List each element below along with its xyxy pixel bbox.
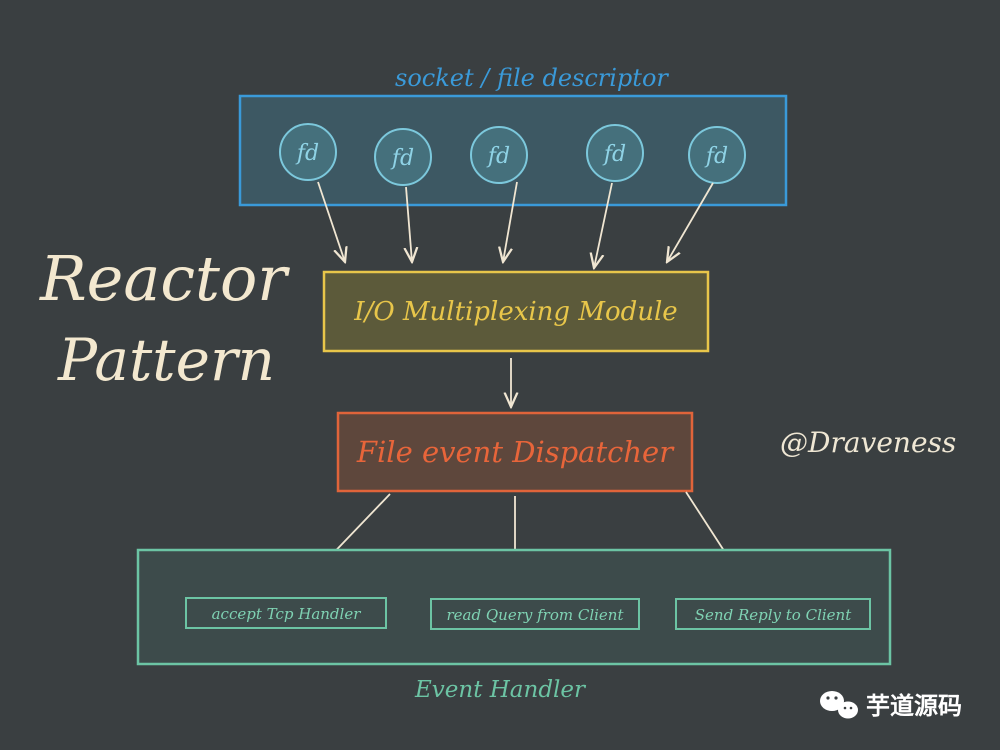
fd-node: fd xyxy=(586,124,644,182)
title-line-1: Reactor xyxy=(39,242,290,315)
handler-accept-label: accept Tcp Handler xyxy=(212,605,362,623)
arrow-fd1-to-mux xyxy=(317,181,345,262)
arrow-fd4-to-mux xyxy=(594,182,613,268)
fd-node: fd xyxy=(688,126,746,184)
title-line-2: Pattern xyxy=(57,326,275,394)
fd-label: fd xyxy=(295,141,319,166)
handler-reply-label: Send Reply to Client xyxy=(695,606,852,624)
handler-read-box xyxy=(430,598,640,630)
fd-node: fd xyxy=(374,128,432,186)
multiplexing-module-box xyxy=(322,270,710,353)
fd-label: fd xyxy=(602,142,626,167)
arrow-fd3-to-mux xyxy=(503,181,518,262)
handler-group-box xyxy=(136,548,892,666)
handler-read-label: read Query from Client xyxy=(447,606,625,624)
dispatcher-box xyxy=(336,411,694,493)
dispatcher-label: File event Dispatcher xyxy=(356,435,675,469)
author-credit: @Draveness xyxy=(780,426,956,459)
socket-group-label: socket / file descriptor xyxy=(395,64,669,92)
watermark-text: 芋道源码 xyxy=(866,692,962,720)
arrow-fd2-to-mux xyxy=(406,186,412,262)
fd-label: fd xyxy=(486,144,510,169)
handler-group-label: Event Handler xyxy=(414,677,587,703)
arrow-fd5-to-mux xyxy=(667,182,714,262)
multiplexing-module-label: I/O Multiplexing Module xyxy=(353,297,677,327)
handler-reply-box xyxy=(675,598,871,630)
fd-label: fd xyxy=(390,146,414,171)
fd-label: fd xyxy=(704,144,728,169)
fd-node: fd xyxy=(279,123,337,181)
handler-accept-box xyxy=(185,597,387,629)
wechat-icon xyxy=(820,691,858,719)
fd-node: fd xyxy=(470,126,528,184)
